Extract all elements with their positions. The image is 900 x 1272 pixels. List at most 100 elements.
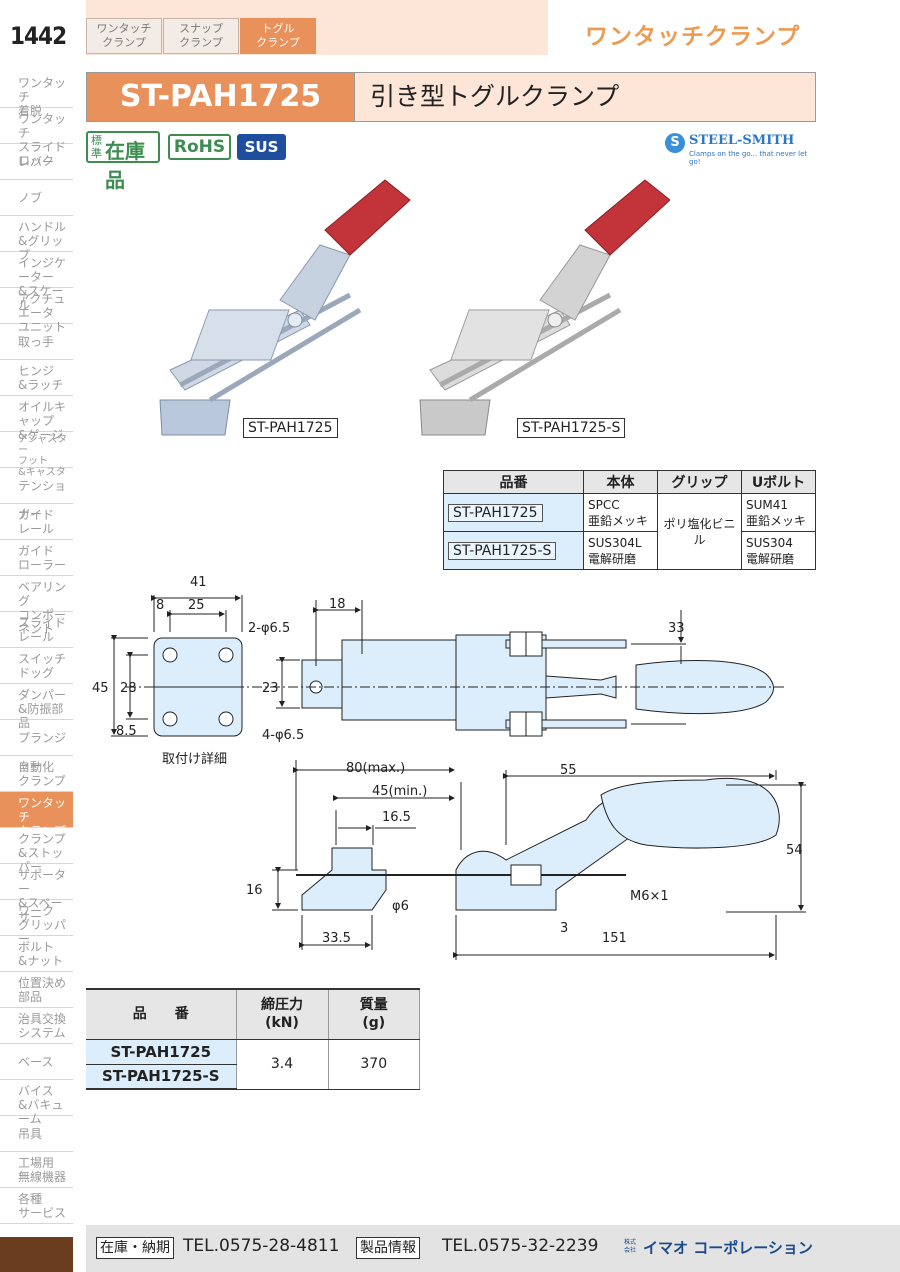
product-info-tel[interactable]: TEL.0575-32-2239 — [442, 1236, 599, 1256]
stock-tel[interactable]: TEL.0575-28-4811 — [183, 1236, 340, 1256]
dim-25: 25 — [188, 598, 205, 613]
dim-33: 33 — [668, 621, 685, 636]
tab-one-touch-clamp[interactable]: ワンタッチクランプ — [86, 18, 162, 54]
top-category-tabs: ワンタッチクランプ スナップクランプ トグルクランプ — [86, 0, 548, 55]
contact-footer: 在庫・納期 TEL.0575-28-4811 製品情報 TEL.0575-32-… — [86, 1225, 900, 1272]
product-name: 引き型トグルクランプ — [370, 82, 620, 111]
stock-label: 在庫・納期 — [96, 1237, 174, 1259]
part-number: ST-PAH1725-S — [448, 541, 557, 560]
dim-m6: M6×1 — [630, 889, 669, 904]
product-code: ST-PAH1725 — [87, 73, 355, 121]
category-sidebar: ワンタッチ着脱ワンタッチスライドロックレバーノブハンドル&グリップインジケーター… — [0, 72, 73, 1224]
table-row: ST-PAH1725-S — [86, 1064, 420, 1090]
dim-28: 28 — [120, 681, 137, 696]
sidebar-item[interactable]: ヒンジ&ラッチ — [0, 360, 73, 396]
part-number: ST-PAH1725-S — [86, 1064, 237, 1090]
sidebar-item[interactable]: ワンタッチ着脱 — [0, 72, 73, 118]
dim-54: 54 — [786, 843, 803, 858]
sidebar-item[interactable]: レバー — [0, 144, 73, 180]
sidebar-item[interactable]: ワンタッチスライドロック — [0, 108, 73, 168]
performance-table: 品 番 締圧力(kN) 質量(g) ST-PAH1725 3.4 370 ST-… — [86, 988, 420, 1090]
sidebar-item[interactable]: 自動化クランプ — [0, 756, 73, 792]
sidebar-item[interactable]: ガイドローラー — [0, 540, 73, 576]
col-part-number: 品番 — [443, 470, 584, 494]
dim-16: 16 — [246, 883, 263, 898]
dim-2-holes: 2-φ6.5 — [248, 621, 290, 636]
sidebar-item[interactable]: 吊具 — [0, 1116, 73, 1152]
sidebar-item[interactable]: ベース — [0, 1044, 73, 1080]
sidebar-item[interactable]: スイッチドッグ — [0, 648, 73, 684]
grip-material: ポリ塩化ビニル — [657, 493, 742, 570]
sidebar-item[interactable]: インジケーター&スケール — [0, 252, 73, 312]
clamp-photo-stainless — [419, 179, 670, 436]
sidebar-item[interactable]: オイルキャップ&ゲージ — [0, 396, 73, 442]
tab-snap-clamp[interactable]: スナップクランプ — [163, 18, 239, 54]
sidebar-item[interactable]: 位置決め部品 — [0, 972, 73, 1008]
col-clamp-force: 締圧力(kN) — [236, 988, 329, 1040]
dim-16-5: 16.5 — [382, 810, 411, 825]
dim-80-max: 80(max.) — [346, 761, 405, 776]
tab-toggle-clamp[interactable]: トグルクランプ — [240, 18, 316, 54]
sidebar-item[interactable]: プランジャー — [0, 720, 73, 773]
sidebar-item[interactable]: 取っ手 — [0, 324, 73, 360]
dim-45: 45 — [92, 681, 109, 696]
sidebar-item[interactable]: アクチュエータユニット — [0, 288, 73, 334]
dim-3: 3 — [560, 921, 568, 936]
product-photos — [159, 179, 670, 436]
product-info-label: 製品情報 — [356, 1237, 420, 1259]
sidebar-item[interactable]: 工場用無線機器 — [0, 1152, 73, 1188]
sidebar-item[interactable]: クランプ&ストッパー — [0, 828, 73, 874]
dim-phi6: φ6 — [392, 899, 409, 914]
sidebar-item[interactable]: サポーター&スペーサー — [0, 864, 73, 924]
mount-caption: 取付け詳細 — [162, 751, 227, 767]
section-title: ワンタッチクランプ — [585, 24, 801, 50]
company-prefix: 株式会社 — [624, 1239, 637, 1254]
page-number: 1442 — [10, 22, 67, 50]
table-row: ST-PAH1725 3.4 370 — [86, 1039, 420, 1090]
sidebar-item[interactable]: ガイドレール — [0, 504, 73, 540]
sidebar-item[interactable]: 各種サービス — [0, 1188, 73, 1224]
sidebar-item[interactable]: ワークグリッパー — [0, 900, 73, 946]
stock-badge: 標準 在庫品 — [86, 131, 160, 192]
sidebar-item[interactable]: バイス&バキューム — [0, 1080, 73, 1126]
dim-45-min: 45(min.) — [372, 784, 427, 799]
col-u-bolt: Uボルト — [741, 470, 816, 494]
sidebar-item[interactable]: 治具交換システム — [0, 1008, 73, 1044]
steel-smith-logo: S STEEL-SMITH Clamps on the go... that n… — [665, 131, 815, 166]
clamp-force-value: 3.4 — [236, 1039, 329, 1090]
technical-drawing: 41 8 25 45 28 8.5 2-φ6.5 4-φ6.5 取付け詳細 18… — [92, 575, 806, 960]
mass-value: 370 — [328, 1039, 420, 1090]
rohs-badge: RoHS — [168, 134, 231, 160]
sidebar-item[interactable]: ベアリングコンポーネント — [0, 576, 73, 636]
dim-8: 8 — [156, 598, 164, 613]
col-body: 本体 — [583, 470, 658, 494]
sidebar-footer-bar — [0, 1237, 73, 1272]
dim-18: 18 — [329, 597, 346, 612]
part-number: ST-PAH1725 — [86, 1039, 237, 1065]
sidebar-item[interactable]: ダンパー&防振部品 — [0, 684, 73, 730]
sidebar-item[interactable]: ノブ — [0, 180, 73, 216]
part-number: ST-PAH1725 — [448, 503, 543, 522]
col-mass: 質量(g) — [328, 988, 420, 1040]
image-label-stainless: ST-PAH1725-S — [517, 418, 626, 438]
col-part-number: 品 番 — [86, 988, 237, 1040]
sidebar-item[interactable]: ハンドル&グリップ — [0, 216, 73, 262]
image-label-zinc: ST-PAH1725 — [243, 418, 338, 438]
sidebar-item[interactable]: テンショナー — [0, 468, 73, 521]
sidebar-item[interactable]: アジャスターフット&キャスタ — [0, 432, 73, 478]
company-name: イマオ コーポレーション — [643, 1239, 813, 1257]
product-title-bar: ST-PAH1725 引き型トグルクランプ — [86, 72, 816, 122]
sidebar-item[interactable]: ボルト&ナット — [0, 936, 73, 972]
dim-4-holes: 4-φ6.5 — [262, 728, 304, 743]
sidebar-item[interactable]: スライドレール — [0, 612, 73, 648]
dim-23: 23 — [262, 681, 279, 696]
sus-badge: SUS — [237, 134, 286, 160]
dim-151: 151 — [602, 931, 627, 946]
sidebar-item[interactable]: ワンタッチクランプ — [0, 792, 73, 838]
logo-s-icon: S — [665, 133, 685, 153]
